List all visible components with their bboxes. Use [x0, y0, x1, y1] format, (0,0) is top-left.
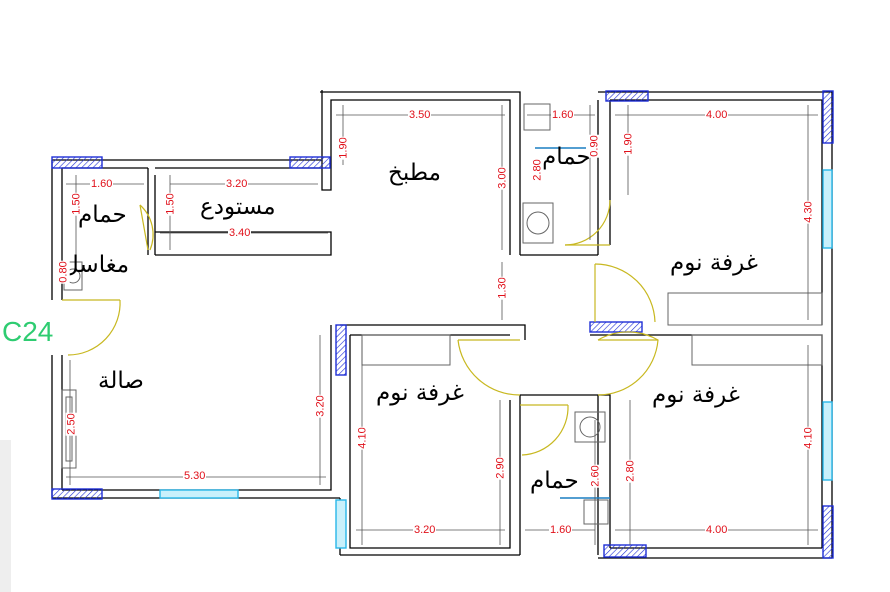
dim-bed-rb-width: 4.00 [705, 524, 729, 536]
dim-bath-top-depth-a: 0.90 [588, 134, 601, 158]
dim-kitchen-width: 3.50 [408, 109, 432, 121]
dim-living-depth: 2.50 [65, 412, 78, 436]
dim-bath-small-width: 1.60 [90, 178, 114, 190]
dim-bed-rb-depth-b: 4.10 [802, 426, 815, 450]
dim-bed-rt-depth-b: 4.30 [802, 200, 815, 224]
dim-storage-width-top: 3.20 [225, 178, 249, 190]
room-bedroom-middle: غرفة نوم [376, 380, 464, 406]
dim-kitchen-depth: 3.00 [496, 166, 509, 190]
dim-living-width: 5.30 [183, 470, 207, 482]
walls [51, 90, 833, 559]
dim-bed-mid-depth: 4.10 [356, 426, 369, 450]
room-living: صالة [98, 368, 144, 394]
room-storage: مستودع [200, 194, 276, 220]
room-bath-top: حمام [542, 144, 591, 170]
dim-bed-rb-depth-a: 2.80 [624, 459, 637, 483]
plan-code-label: C24 [2, 316, 54, 347]
dim-bath-top-width: 1.60 [551, 109, 575, 121]
room-bedroom-right-top: غرفة نوم [670, 250, 758, 276]
dim-storage-width-bottom: 3.40 [228, 227, 252, 239]
dim-bath-top-depth-b: 2.80 [531, 158, 544, 182]
room-washbasin: مغاسل [62, 252, 130, 278]
windows [51, 90, 834, 559]
dim-storage-depth: 1.50 [164, 192, 177, 216]
dim-corridor: 1.30 [496, 276, 509, 300]
fixture-lines [535, 147, 610, 499]
dim-kitchen-top-depth: 1.90 [337, 136, 350, 160]
edge-strip [0, 440, 11, 592]
room-bath-small: حمام [78, 202, 127, 228]
furniture [61, 103, 823, 525]
doors [62, 199, 659, 456]
dim-bed-rt-width: 4.00 [705, 109, 729, 121]
dim-bath-small-depth: 1.50 [70, 192, 83, 216]
dim-bed-mid-inner-depth: 2.90 [494, 456, 507, 480]
room-kitchen: مطبخ [388, 160, 441, 186]
dim-bath-bottom-width: 1.60 [549, 524, 573, 536]
dim-washbasin-depth: 0.80 [57, 260, 70, 284]
room-bedroom-right-bottom: غرفة نوم [652, 382, 740, 408]
dim-bed-mid-width: 3.20 [413, 524, 437, 536]
dim-bed-rt-depth-a: 1.90 [622, 132, 635, 156]
dim-bath-bottom-depth: 2.60 [589, 464, 602, 488]
dim-bed-mid-outer-depth: 3.20 [314, 394, 327, 418]
glazing [159, 169, 833, 549]
room-bath-bottom: حمام [530, 468, 579, 494]
